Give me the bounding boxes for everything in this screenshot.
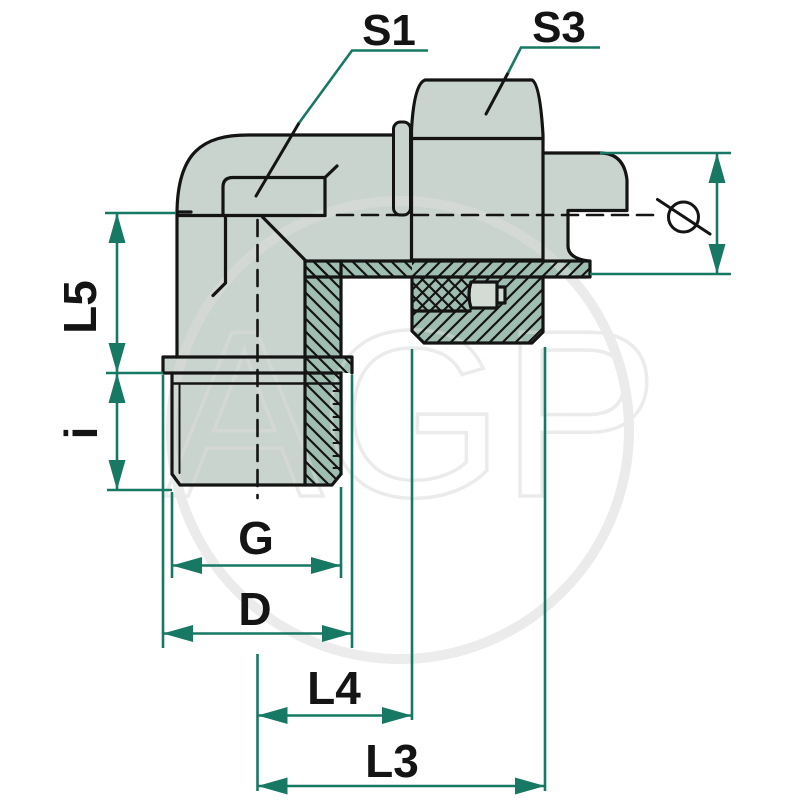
body-hex-outline [221,164,339,218]
bore-cone-edge [260,215,307,262]
s1-leader [297,49,428,124]
cutting-ring-fill [469,282,497,308]
dimension-arrowheads [108,153,726,795]
thread-ticks [332,390,342,469]
flange-section-hatch-right [412,261,590,277]
cutting-ring-outline [467,280,507,310]
label-s1: S1 [362,6,416,55]
label-i: i [55,427,107,440]
label-l3: L3 [365,735,419,787]
body-outline [175,133,396,359]
tube-stub-fill [393,122,411,215]
tube-flange-fill [543,153,627,277]
watermark-text: AGP [165,282,656,547]
label-d: D [238,583,271,635]
cutting-ring-nose-fill [497,287,505,303]
hex-corner-edge [211,215,228,298]
s1-leader-inner [254,121,301,198]
thread-overlap-crosshatch [412,277,470,311]
diameter-symbol [656,198,712,236]
label-l4: L4 [307,662,361,714]
stud-outline [170,371,343,487]
label-s3: S3 [532,3,586,52]
part-outlines [161,71,712,500]
dimension-labels: S1 S3 L5 i G D L4 L3 [54,3,586,787]
s3-leader [506,46,600,74]
s3-leader-inner [484,71,510,116]
nut-section-outline [410,275,545,345]
nut-outline [409,78,545,262]
label-l5: L5 [54,280,106,334]
tube-flange-outline [541,151,629,263]
section-hatching [305,261,590,485]
label-g: G [238,512,274,564]
